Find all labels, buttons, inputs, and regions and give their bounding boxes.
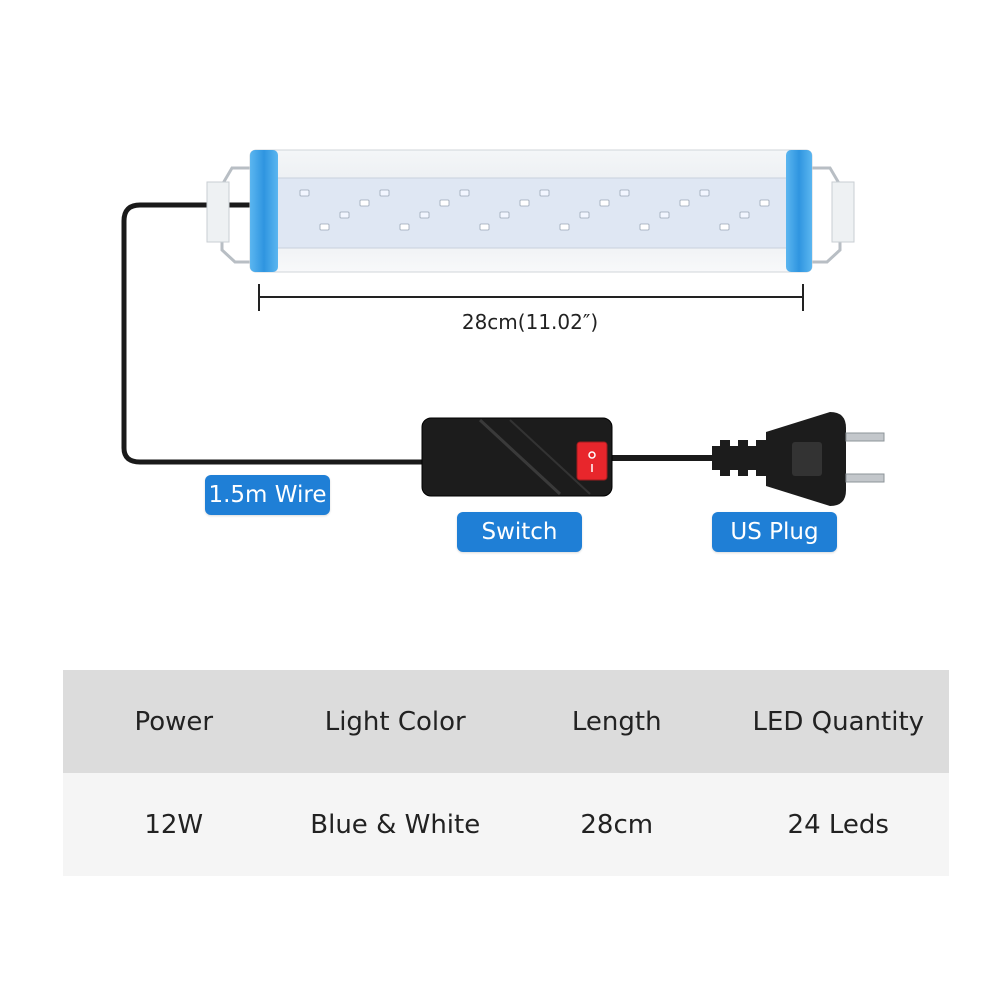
led-chip <box>339 211 350 219</box>
led-chips <box>299 189 770 231</box>
led-chip <box>699 189 710 197</box>
value-length: 28cm <box>506 773 728 876</box>
led-chip <box>459 189 470 197</box>
led-chip <box>539 189 550 197</box>
led-chip <box>719 223 730 231</box>
led-chip <box>319 223 330 231</box>
led-chip <box>659 211 670 219</box>
value-light-color: Blue & White <box>284 773 506 876</box>
led-chip <box>619 189 630 197</box>
led-chip <box>759 199 770 207</box>
led-chip <box>679 199 690 207</box>
switch-red-button <box>576 441 608 481</box>
header-length: Length <box>506 670 728 773</box>
led-chip <box>559 223 570 231</box>
callout-wire: 1.5m Wire <box>205 475 330 515</box>
inline-switch <box>421 417 613 497</box>
led-lamp-bar <box>249 149 813 273</box>
led-chip <box>579 211 590 219</box>
dimension-label: 28cm(11.02″) <box>461 310 599 334</box>
power-cord <box>121 202 430 465</box>
callout-switch: Switch <box>457 512 582 552</box>
lamp-end-cap-right <box>786 150 812 272</box>
led-chip <box>379 189 390 197</box>
header-led-quantity: LED Quantity <box>727 670 949 773</box>
lamp-end-cap-left <box>250 150 278 272</box>
value-power: 12W <box>63 773 285 876</box>
lamp-bracket-left <box>206 166 258 264</box>
lamp-bracket-right <box>806 166 855 264</box>
led-chip <box>639 223 650 231</box>
led-chip <box>359 199 370 207</box>
spec-table-value-row: 12W Blue & White 28cm 24 Leds <box>63 773 949 876</box>
us-plug <box>712 412 885 506</box>
dimension-line <box>258 284 804 311</box>
led-chip <box>479 223 490 231</box>
spec-table-header-row: Power Light Color Length LED Quantity <box>63 670 949 773</box>
product-illustration <box>121 149 885 506</box>
spec-table: Power Light Color Length LED Quantity 12… <box>63 670 949 876</box>
value-led-quantity: 24 Leds <box>727 773 949 876</box>
header-power: Power <box>63 670 285 773</box>
led-chip <box>519 199 530 207</box>
header-light-color: Light Color <box>284 670 506 773</box>
led-chip <box>499 211 510 219</box>
led-chip <box>739 211 750 219</box>
led-chip <box>299 189 310 197</box>
led-chip <box>599 199 610 207</box>
callout-plug: US Plug <box>712 512 837 552</box>
led-chip <box>399 223 410 231</box>
led-chip <box>419 211 430 219</box>
led-chip <box>439 199 450 207</box>
